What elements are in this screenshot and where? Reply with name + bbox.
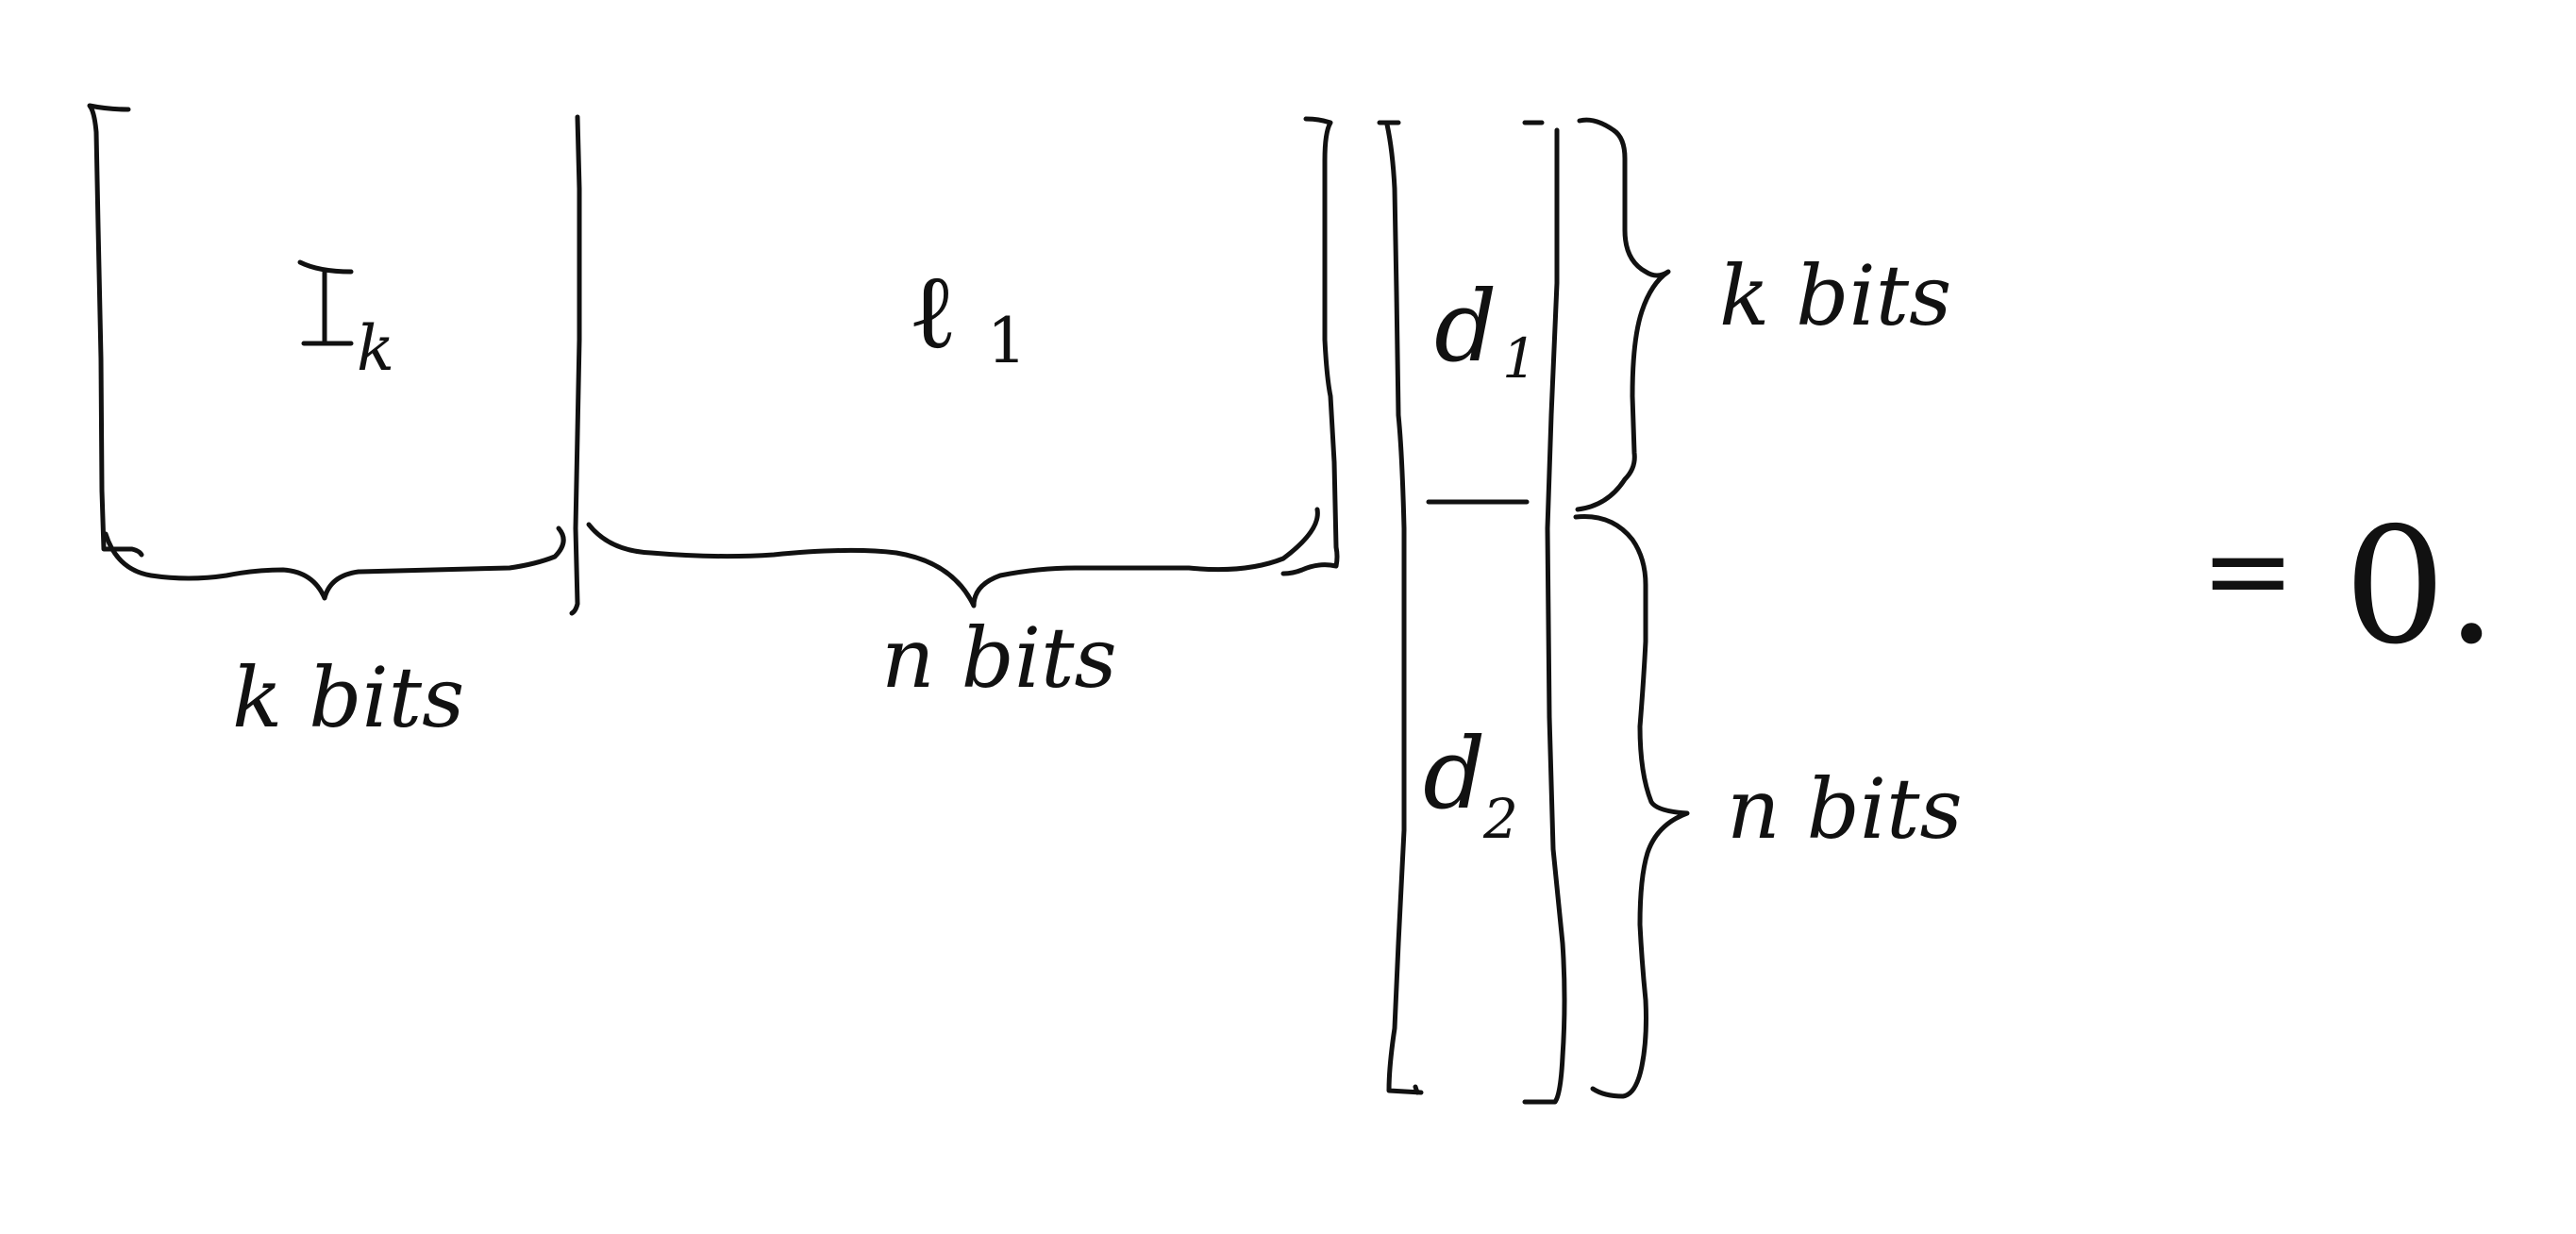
vector-brace-top-label: k bits: [1719, 247, 1951, 344]
matrix-identity-block: k: [297, 259, 394, 385]
right-block-symbol: ℓ: [908, 251, 958, 372]
brace-under-right-block: [586, 507, 1320, 609]
vector-bottom-symbol: d: [1423, 716, 1486, 831]
result-zero: 0.: [2344, 493, 2497, 680]
brace-right-top: [1575, 117, 1671, 512]
vector-right-bracket: [1522, 120, 1567, 1105]
brace-right-bottom: [1573, 514, 1690, 1099]
vector-brace-bottom-label: n bits: [1727, 760, 1963, 858]
vector-top-subscript: 1: [1502, 326, 1537, 391]
vector-bottom-subscript: 2: [1482, 787, 1518, 851]
identity-subscript: k: [357, 312, 394, 385]
brace-left-label: k bits: [232, 649, 464, 746]
vector-left-bracket: [1377, 120, 1424, 1095]
brace-right-label: n bits: [881, 609, 1117, 707]
brace-under-identity: [103, 525, 566, 601]
vector-top-symbol: d: [1434, 269, 1497, 384]
matrix-divider-line: [569, 114, 582, 616]
matrix-left-bracket: [87, 103, 144, 558]
right-block-subscript: 1: [987, 305, 1027, 377]
equals-sign: =: [2200, 506, 2296, 637]
matrix-right-block: ℓ 1: [908, 251, 1027, 377]
identity-symbol-stroke: [297, 259, 354, 346]
matrix-right-bracket: [1280, 116, 1340, 576]
